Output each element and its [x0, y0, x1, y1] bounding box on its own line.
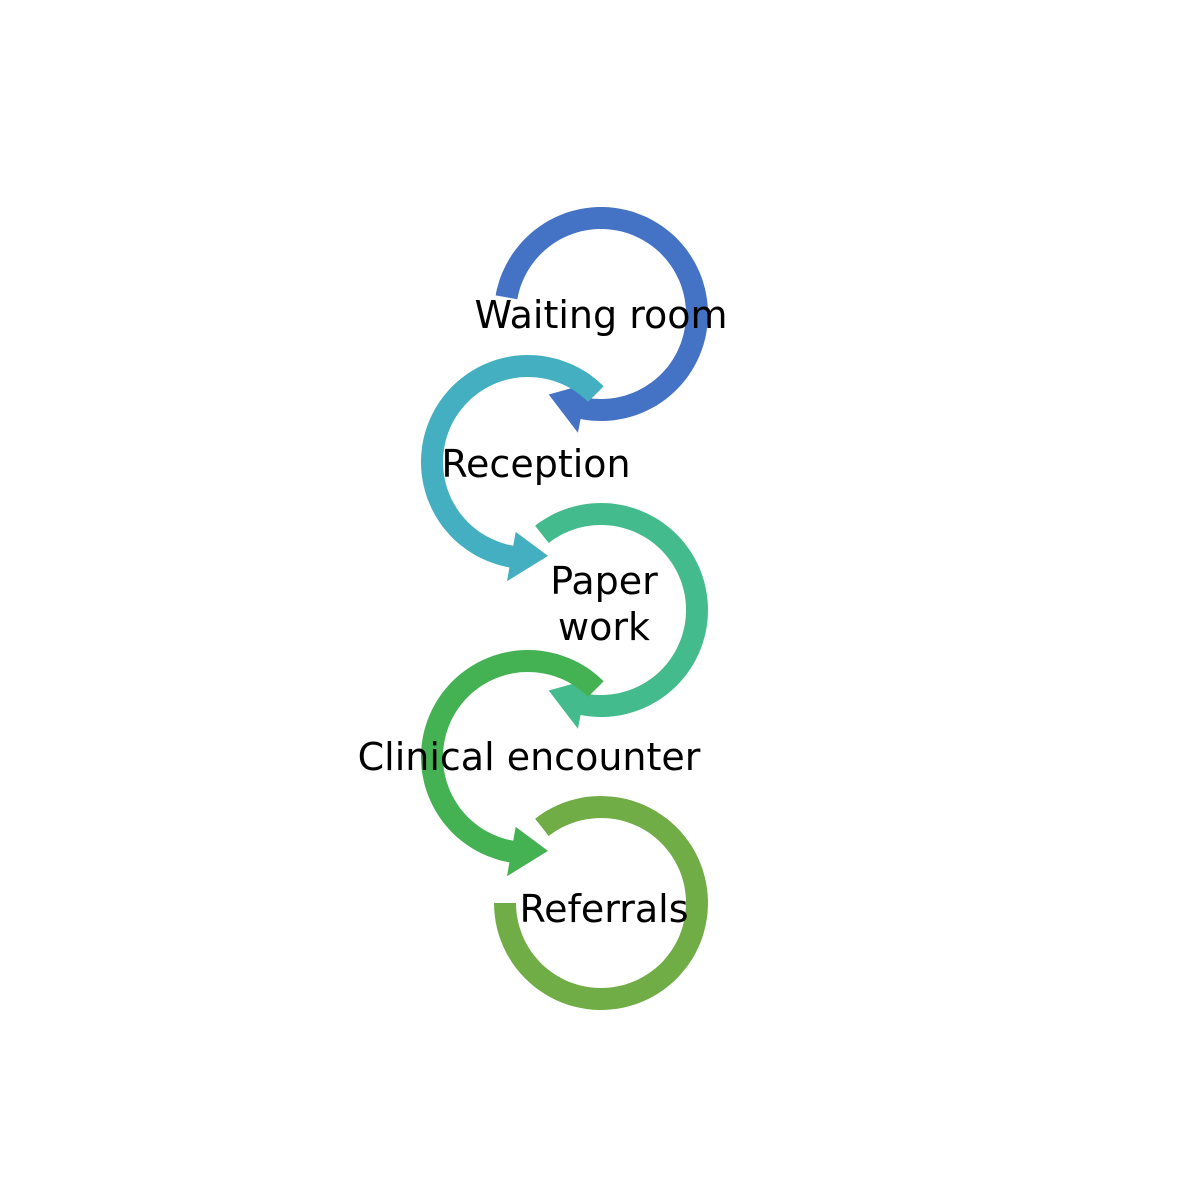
- waiting-room-label: Waiting room: [474, 293, 727, 337]
- clinical-encounter-label: Clinical encounter: [358, 735, 701, 779]
- paper-work-arrow-arc: [535, 503, 708, 729]
- reception-arrow-arc: [421, 355, 604, 582]
- arcs-layer: [421, 207, 708, 1010]
- referrals-label: Referrals: [519, 887, 688, 931]
- paper-work-label-line-1: Paper: [550, 559, 658, 603]
- paper-work-label-line-2: work: [558, 605, 650, 649]
- clinical-encounter-arrow-arc: [421, 650, 604, 877]
- reception-label: Reception: [441, 442, 630, 486]
